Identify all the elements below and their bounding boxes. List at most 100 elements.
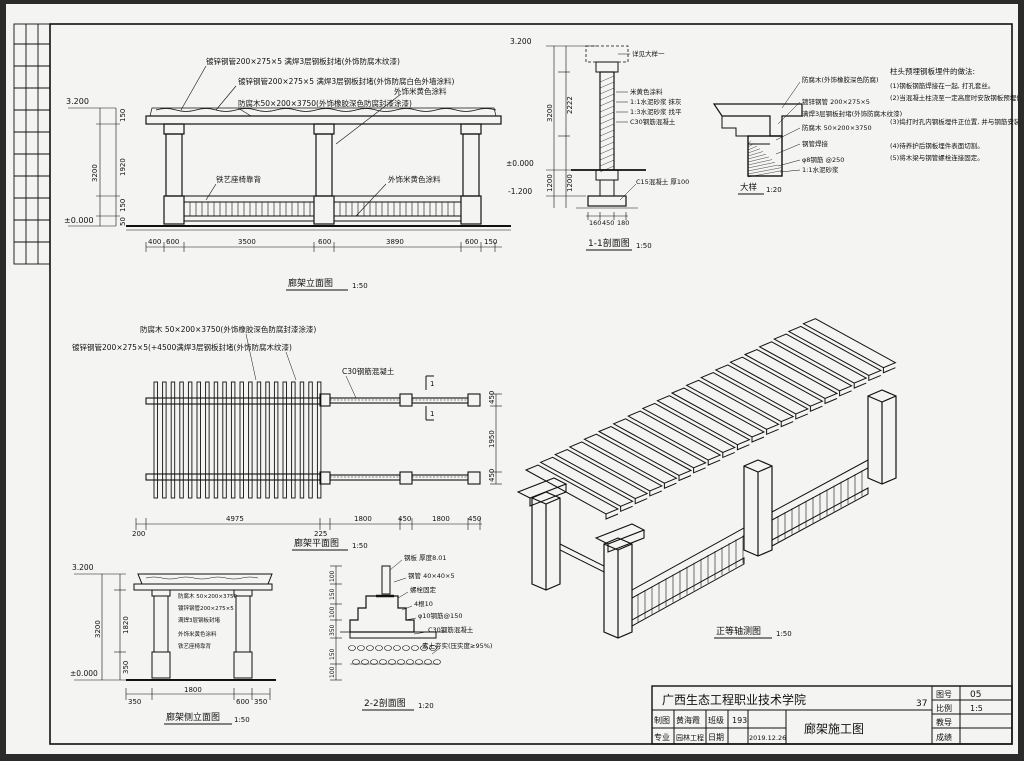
- hatch-line: [599, 99, 615, 107]
- gravel-stone: [411, 645, 419, 651]
- side-bdim-1: 1800: [184, 686, 202, 694]
- tb-date-value: 2019.12.26: [749, 734, 786, 742]
- tb-scale-label: 比例: [936, 703, 952, 713]
- hatch-line: [599, 117, 615, 125]
- hatch-line: [747, 159, 773, 166]
- plan-bdim-2: 225: [314, 530, 327, 538]
- plan-note-1: 镀锌钢管200×275×5(+4500满焊3层钢板封堵(外饰防腐木纹漆): [72, 342, 292, 352]
- sec11-dim-1: 3200: [546, 104, 554, 122]
- hatch-line: [599, 111, 615, 119]
- front-scale: 1:50: [352, 282, 368, 290]
- plan-bdim-5: 1800: [432, 515, 450, 523]
- sec11-dim-0: 2222: [566, 96, 574, 114]
- front-note-2: 防腐木50×200×3750(外饰橡胶深色防腐封漆涂漆): [238, 98, 412, 108]
- plan-rafter: [248, 381, 253, 499]
- side-title: 廊架侧立面图: [166, 711, 220, 723]
- iso-rafter: [612, 418, 707, 469]
- iso-rafter: [787, 325, 882, 376]
- sec11-note-3: 1:3水泥砂浆 找平: [630, 107, 682, 116]
- iso-rafter-edge: [751, 436, 765, 443]
- plan-rafter: [291, 381, 296, 499]
- plan-rdim-2: 450: [488, 469, 496, 482]
- iso-rafter: [539, 456, 634, 507]
- side-bdim-2: 600: [236, 698, 249, 706]
- right-note-0: 柱头预埋钢板埋件的做法:: [890, 66, 975, 76]
- sec22-note-1: 钢管 40×40×5: [408, 571, 455, 580]
- right-note-4: (4)待养护后钢板埋件表面切割。: [890, 141, 984, 150]
- right-note-3: (3)捣打时孔内钢板埋件正位置, 并与钢筋安装焊接固定。: [890, 117, 1018, 126]
- hatch-line: [599, 135, 615, 143]
- right-note-2: (2)当混凝土柱浇至一定高度时安放钢板预埋件的位置打孔。: [890, 93, 1018, 102]
- gravel-stone: [352, 659, 360, 665]
- iso-rafter: [714, 364, 809, 415]
- side-bdim-0: 350: [128, 698, 141, 706]
- front-top-elevation: 3.200: [66, 97, 89, 106]
- iso-rafter-edge: [722, 451, 735, 459]
- iso-rafter-edge: [605, 513, 619, 520]
- hatch-line: [747, 151, 764, 157]
- plan-bdim-3: 1800: [354, 515, 372, 523]
- section-2-2: 100 150 100 350 150 100 钢板 厚度8.01 钢管 40×…: [329, 553, 492, 711]
- tb-drawn-label: 制图: [654, 715, 670, 725]
- side-note-0: 防腐木 50×200×3750: [178, 592, 237, 600]
- sec11-dim-3: 1200: [566, 174, 574, 192]
- iso-rafter-edge: [853, 382, 867, 389]
- iso-rafter: [627, 410, 722, 461]
- sec11-note-0: 详见大样一: [632, 49, 665, 58]
- sec11-bdim-0: 160: [589, 219, 601, 227]
- hatch-line: [599, 123, 615, 131]
- plan-rafter: [230, 381, 236, 499]
- sec11-bdim-1: 450: [602, 219, 614, 227]
- iso-rafter: [568, 441, 663, 492]
- front-note-5: 外饰米黄色涂料: [388, 174, 441, 184]
- tb-check-label: 教导: [936, 717, 952, 727]
- plan-rafter: [299, 381, 305, 499]
- gravel-stone: [348, 645, 356, 651]
- front-note-4: 铁艺座椅靠背: [216, 174, 261, 184]
- tb-major-value: 园林工程: [676, 733, 704, 742]
- iso-rafter-edge: [882, 367, 896, 374]
- detail-note-0: 防腐木(外饰橡胶深色防腐): [802, 75, 879, 84]
- sec11-note-1: 米黄色涂料: [630, 87, 663, 96]
- tb-scale-value: 1:5: [970, 704, 983, 713]
- iso-rafter: [597, 425, 693, 477]
- plan-cut-1: 1: [430, 410, 434, 418]
- tb-class-label: 班级: [708, 715, 724, 725]
- tb-score-label: 成绩: [936, 732, 952, 742]
- drawing-title: 廊架施工图: [804, 721, 864, 736]
- front-dim-b5: 600: [465, 238, 478, 246]
- hatch-line: [599, 153, 615, 161]
- iso-rafter-edge: [693, 467, 706, 474]
- sec11-note-4: C30钢筋混凝土: [630, 117, 676, 126]
- plan-rafter: [153, 381, 158, 499]
- detail-dayang: 防腐木(外饰橡胶深色防腐) 镀锌钢管 200×275×5 满焊3层钢板封堵(外饰…: [712, 75, 902, 195]
- front-dim-b6: 150: [484, 238, 497, 246]
- front-dim-b3: 600: [318, 238, 331, 246]
- detail-note-2: 满焊3层钢板封堵(外饰防腐木纹漆): [802, 109, 902, 118]
- iso-rafter-edge: [634, 498, 648, 505]
- gravel-stone: [384, 645, 392, 651]
- gravel-stone: [375, 645, 383, 651]
- right-note-1: (1)钢板钢筋焊接在一起, 打孔套丝。: [890, 81, 994, 90]
- hatch-line: [747, 143, 755, 148]
- sec22-note-0: 钢板 厚度8.01: [404, 553, 447, 562]
- gravel-stone: [393, 645, 401, 651]
- sec11-bottom-elevation: -1.200: [508, 187, 532, 196]
- sec11-dim-2: 1200: [546, 174, 554, 192]
- detail-title: 大样: [740, 182, 758, 193]
- hatch-line: [599, 93, 615, 101]
- sec22-dim-5: 100: [329, 666, 336, 678]
- plan-rafter: [256, 381, 262, 499]
- gravel-stone: [357, 645, 365, 651]
- plan-rafter: [316, 381, 322, 499]
- side-scale: 1:50: [234, 716, 250, 724]
- side-ground-elevation: ±0.000: [70, 669, 98, 678]
- plan-rafter: [222, 381, 227, 499]
- sec22-dim-4: 150: [329, 648, 336, 660]
- iso-rafter: [729, 356, 824, 407]
- gravel-stone: [424, 659, 432, 665]
- iso-rafter-edge: [649, 490, 662, 497]
- side-note-4: 铁艺座椅靠背: [178, 642, 212, 650]
- sec22-note-6: 素土夯实(压实度≥95%): [422, 641, 492, 650]
- plan-rafter: [273, 381, 279, 499]
